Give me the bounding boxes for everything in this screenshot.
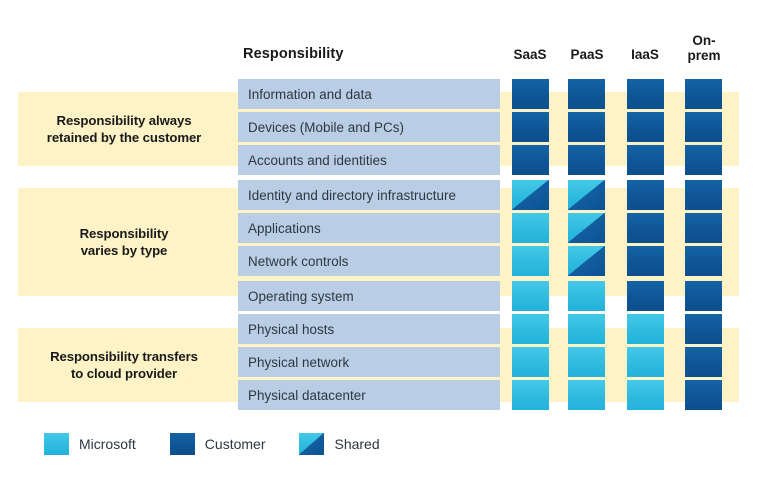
- shared-diagonal-icon: [568, 180, 605, 210]
- legend-label: Microsoft: [79, 436, 136, 452]
- responsibility-column-header: Responsibility: [243, 46, 344, 62]
- row-label: Operating system: [238, 281, 500, 311]
- row-label: Physical network: [238, 347, 500, 377]
- legend-label: Customer: [204, 436, 266, 452]
- row-label: Physical hosts: [238, 314, 500, 344]
- cell-iaas-customer: [627, 180, 664, 210]
- cell-onprem-customer: [685, 213, 722, 243]
- cell-saas-microsoft: [512, 281, 549, 311]
- cell-iaas-customer: [627, 145, 664, 175]
- row-label-text: Network controls: [248, 253, 349, 269]
- column-header-saas: SaaS: [502, 47, 558, 62]
- cell-saas-customer: [512, 112, 549, 142]
- microsoft-swatch: [44, 433, 69, 455]
- row-label: Devices (Mobile and PCs): [238, 112, 500, 142]
- column-header-paas: PaaS: [559, 47, 615, 62]
- cell-iaas-customer: [627, 79, 664, 109]
- legend-item-shared: Shared: [299, 433, 380, 455]
- row-label: Applications: [238, 213, 500, 243]
- row-label-text: Operating system: [248, 288, 354, 304]
- cell-saas-customer: [512, 79, 549, 109]
- cell-saas-microsoft: [512, 213, 549, 243]
- cell-paas-customer: [568, 79, 605, 109]
- legend-item-microsoft: Microsoft: [44, 433, 136, 455]
- row-label-text: Physical datacenter: [248, 387, 366, 403]
- group-label-line1: Responsibility: [79, 225, 169, 241]
- group-label-transfers-to-provider: Responsibility transfers to cloud provide…: [18, 328, 230, 402]
- cell-iaas-customer: [627, 112, 664, 142]
- row-label-text: Physical hosts: [248, 321, 335, 337]
- cell-onprem-customer: [685, 145, 722, 175]
- column-header-iaas: IaaS: [617, 47, 673, 62]
- cell-paas-microsoft: [568, 347, 605, 377]
- column-header-onprem: On-prem: [676, 33, 732, 63]
- cell-onprem-customer: [685, 112, 722, 142]
- group-label-line1: Responsibility always: [56, 112, 192, 128]
- cell-iaas-microsoft: [627, 314, 664, 344]
- cell-paas-customer: [568, 145, 605, 175]
- cell-onprem-customer: [685, 347, 722, 377]
- row-label-text: Information and data: [248, 86, 372, 102]
- row-label: Accounts and identities: [238, 145, 500, 175]
- column-header-line2: prem: [687, 48, 721, 64]
- cell-onprem-customer: [685, 281, 722, 311]
- cell-onprem-customer: [685, 79, 722, 109]
- legend-label: Shared: [334, 436, 380, 452]
- shared-swatch: [299, 433, 325, 455]
- cell-paas-microsoft: [568, 281, 605, 311]
- cell-saas-microsoft: [512, 314, 549, 344]
- cell-saas-microsoft: [512, 246, 549, 276]
- legend: Microsoft Customer Shared: [44, 433, 414, 455]
- row-label-text: Devices (Mobile and PCs): [248, 119, 404, 135]
- row-label: Network controls: [238, 246, 500, 276]
- group-label-line2: to cloud provider: [70, 366, 177, 381]
- row-label-text: Applications: [248, 220, 321, 236]
- cell-onprem-customer: [685, 314, 722, 344]
- row-label-text: Identity and directory infrastructure: [248, 187, 457, 203]
- cell-paas-shared: [568, 180, 605, 210]
- cell-onprem-customer: [685, 380, 722, 410]
- cell-iaas-customer: [627, 213, 664, 243]
- cell-paas-shared: [568, 246, 605, 276]
- row-label-text: Physical network: [248, 354, 350, 370]
- column-header-line1: On-: [692, 33, 716, 48]
- column-header-line1: IaaS: [631, 47, 659, 62]
- row-label: Information and data: [238, 79, 500, 109]
- cell-paas-microsoft: [568, 380, 605, 410]
- group-label-always-retained: Responsibility always retained by the cus…: [18, 92, 230, 166]
- cell-paas-microsoft: [568, 314, 605, 344]
- row-label: Identity and directory infrastructure: [238, 180, 500, 210]
- group-label-varies-by-type: Responsibility varies by type: [18, 188, 230, 296]
- shared-diagonal-icon: [568, 246, 605, 276]
- customer-swatch: [169, 433, 195, 455]
- group-label-line1: Responsibility transfers: [50, 348, 198, 364]
- column-header-line1: PaaS: [570, 47, 604, 62]
- cell-saas-microsoft: [512, 347, 549, 377]
- cell-paas-shared: [568, 213, 605, 243]
- cell-iaas-customer: [627, 246, 664, 276]
- legend-item-customer: Customer: [169, 433, 266, 455]
- shared-diagonal-icon: [568, 213, 605, 243]
- shared-diagonal-icon: [299, 433, 325, 455]
- cell-iaas-microsoft: [627, 380, 664, 410]
- group-label-line2: varies by type: [80, 243, 168, 258]
- cell-onprem-customer: [685, 180, 722, 210]
- cell-paas-customer: [568, 112, 605, 142]
- cell-iaas-customer: [627, 281, 664, 311]
- column-header-line1: SaaS: [513, 47, 547, 62]
- cell-saas-customer: [512, 145, 549, 175]
- group-label-line2: retained by the customer: [46, 130, 202, 145]
- row-label-text: Accounts and identities: [248, 152, 387, 168]
- cell-onprem-customer: [685, 246, 722, 276]
- cell-saas-shared: [512, 180, 549, 210]
- shared-diagonal-icon: [512, 180, 549, 210]
- row-label: Physical datacenter: [238, 380, 500, 410]
- cell-iaas-microsoft: [627, 347, 664, 377]
- cell-saas-microsoft: [512, 380, 549, 410]
